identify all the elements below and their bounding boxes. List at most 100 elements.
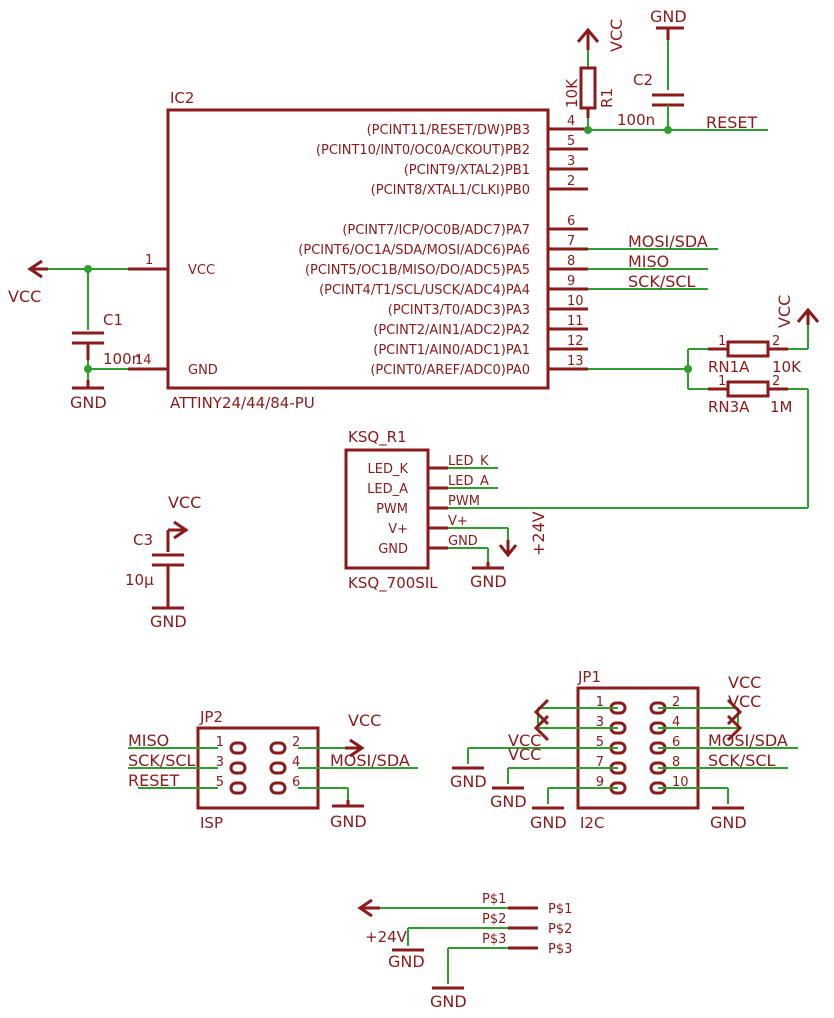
ic2-pin-label: (PCINT5/OC1B/MISO/DO/ADC5)PA5 [305, 263, 530, 278]
rn3a-pin2: 2 [772, 374, 780, 389]
jp2-reset-label: RESET [128, 771, 179, 790]
power-pad-1: P$1 [548, 902, 572, 917]
ksq-inner-label: GND [378, 542, 408, 557]
jp1-sck-label: SCK/SCL [708, 751, 776, 770]
jp2-pin-number: 3 [216, 755, 224, 770]
power-pin-2: P$2 [482, 912, 506, 927]
jp1-vcc-left-2: VCC [508, 745, 541, 764]
jp1-name: JP1 [577, 668, 601, 686]
power-pin-3: P$3 [482, 932, 506, 947]
reset-label: RESET [706, 113, 757, 132]
c1-gnd-label: GND [70, 393, 107, 412]
ksq-pin-label: LED_K [448, 454, 489, 469]
jp1-pin-number: 4 [672, 715, 680, 730]
jp2-pad [269, 761, 287, 775]
vcc-top-label: VCC [607, 19, 626, 52]
power-pad-3: P$3 [548, 942, 572, 957]
ic2-pin-label: (PCINT6/OC1A/SDA/MOSI/ADC6)PA6 [298, 243, 530, 258]
jp2-gnd-label: GND [330, 812, 367, 831]
ksq-v24-label: +24V [529, 511, 548, 556]
jp2-pad [229, 761, 247, 775]
r1-c2-section: VCC 10K R1 GND C2 100n RESET [563, 7, 768, 134]
ic2-pin-label: (PCINT10/INT0/OC0A/CKOUT)PB2 [316, 143, 530, 158]
jp2-sck-label: SCK/SCL [128, 751, 196, 770]
jp1-vcc-right-2: VCC [728, 692, 761, 711]
c2-name: C2 [633, 71, 653, 89]
rn1a-pin1: 1 [718, 334, 726, 349]
rn1a-name: RN1A [708, 358, 750, 376]
ic2-pin-number: 4 [567, 114, 575, 129]
power-gnd-2: GND [430, 992, 467, 1011]
jp1-mosi-label: MOSI/SDA [708, 731, 788, 750]
jp1-pin-number: 7 [596, 755, 604, 770]
ksq-pin-label: PWM [448, 494, 480, 509]
sck-scl-net: SCK/SCL [628, 272, 696, 291]
ksq-inner-label: PWM [376, 502, 408, 517]
ksq-inner-label: V+ [388, 522, 408, 537]
miso-net: MISO [628, 252, 669, 271]
jp1-pin-number: 8 [672, 755, 680, 770]
ksq-name: KSQ_R1 [348, 428, 407, 447]
ic2-pin-number: 7 [567, 234, 575, 249]
jp2-pad [229, 781, 247, 795]
ksq-pin-label: LED_A [448, 474, 489, 489]
jp1-gnd-right: GND [710, 813, 747, 832]
jp2-mosi-label: MOSI/SDA [330, 751, 410, 770]
jp1-value: I2C [580, 814, 604, 832]
ksq-pin-label: GND [448, 534, 478, 549]
ic2-name: IC2 [170, 89, 194, 107]
jp1-vcc-left-1: VCC [508, 731, 541, 750]
ksq-inner-label: LED_K [368, 462, 409, 477]
jp1-vcc-right-1: VCC [728, 673, 761, 692]
rn1a-vcc-label: VCC [775, 295, 794, 328]
ic2-pin-label: (PCINT2/AIN1/ADC2)PA2 [373, 323, 530, 338]
c3-vcc-label: VCC [168, 493, 201, 512]
c1-value: 100n [103, 350, 141, 368]
ic2-pin-vcc-num: 1 [145, 253, 153, 268]
ic2-pin-number: 6 [567, 214, 575, 229]
power-gnd-1: GND [388, 952, 425, 971]
ic2: IC2 ATTINY24/44/84-PU VCC GND 1 14 (PCIN… [128, 89, 588, 412]
ic2-pin-number: 8 [567, 254, 575, 269]
rn3a-name: RN3A [708, 398, 750, 416]
jp2-pin-number: 4 [292, 755, 300, 770]
jp2-pin-number: 5 [216, 775, 224, 790]
mosi-sda-net: MOSI/SDA [628, 232, 708, 251]
power-pin-1: P$1 [482, 892, 506, 907]
jp1-pin-number: 1 [596, 695, 604, 710]
power-connector: +24V GND GND P$1 P$2 P$3 P$1 P$2 P$3 [357, 892, 572, 1011]
jp2-miso-label: MISO [128, 731, 169, 750]
jp1-pin-number: 5 [596, 735, 604, 750]
ic2-pin-label: (PCINT4/T1/SCL/USCK/ADC4)PA4 [319, 283, 530, 298]
rn1a-pin2: 2 [772, 334, 780, 349]
ic2-value: ATTINY24/44/84-PU [170, 394, 315, 412]
jp1-gnd-left-1: GND [450, 772, 487, 791]
ksq-r1: KSQ_R1 KSQ_700SIL LED_KLED_KLED_ALED_APW… [344, 428, 548, 593]
jp1-pin-number: 9 [596, 775, 604, 790]
jp1-pin-number: 3 [596, 715, 604, 730]
ic2-pin-number: 9 [567, 274, 575, 289]
ic2-pin-label: (PCINT9/XTAL2)PB1 [404, 163, 530, 178]
ic2-pin-label: (PCINT7/ICP/OC0B/ADC7)PA7 [342, 223, 530, 238]
rn3a-pin1: 1 [718, 374, 726, 389]
ic2-gnd-label: GND [188, 363, 218, 378]
ic2-pin-number: 10 [567, 294, 584, 309]
jp2-vcc-label: VCC [348, 711, 381, 730]
ic2-pin-label: (PCINT3/T0/ADC3)PA3 [388, 303, 530, 318]
jp2-name: JP2 [199, 708, 223, 726]
ic2-pin-label: (PCINT1/AIN0/ADC1)PA1 [373, 343, 530, 358]
jp2-pad [269, 781, 287, 795]
vcc-left-label: VCC [8, 287, 41, 306]
ic2-net-wires: MOSI/SDA MISO SCK/SCL [588, 232, 718, 373]
jp1-gnd-left-2: GND [490, 792, 527, 811]
jp2-value: ISP [200, 814, 223, 832]
jp1-pin-number: 6 [672, 735, 680, 750]
c1-section: VCC C1 100n GND [8, 259, 141, 412]
jp2-pad [229, 741, 247, 755]
